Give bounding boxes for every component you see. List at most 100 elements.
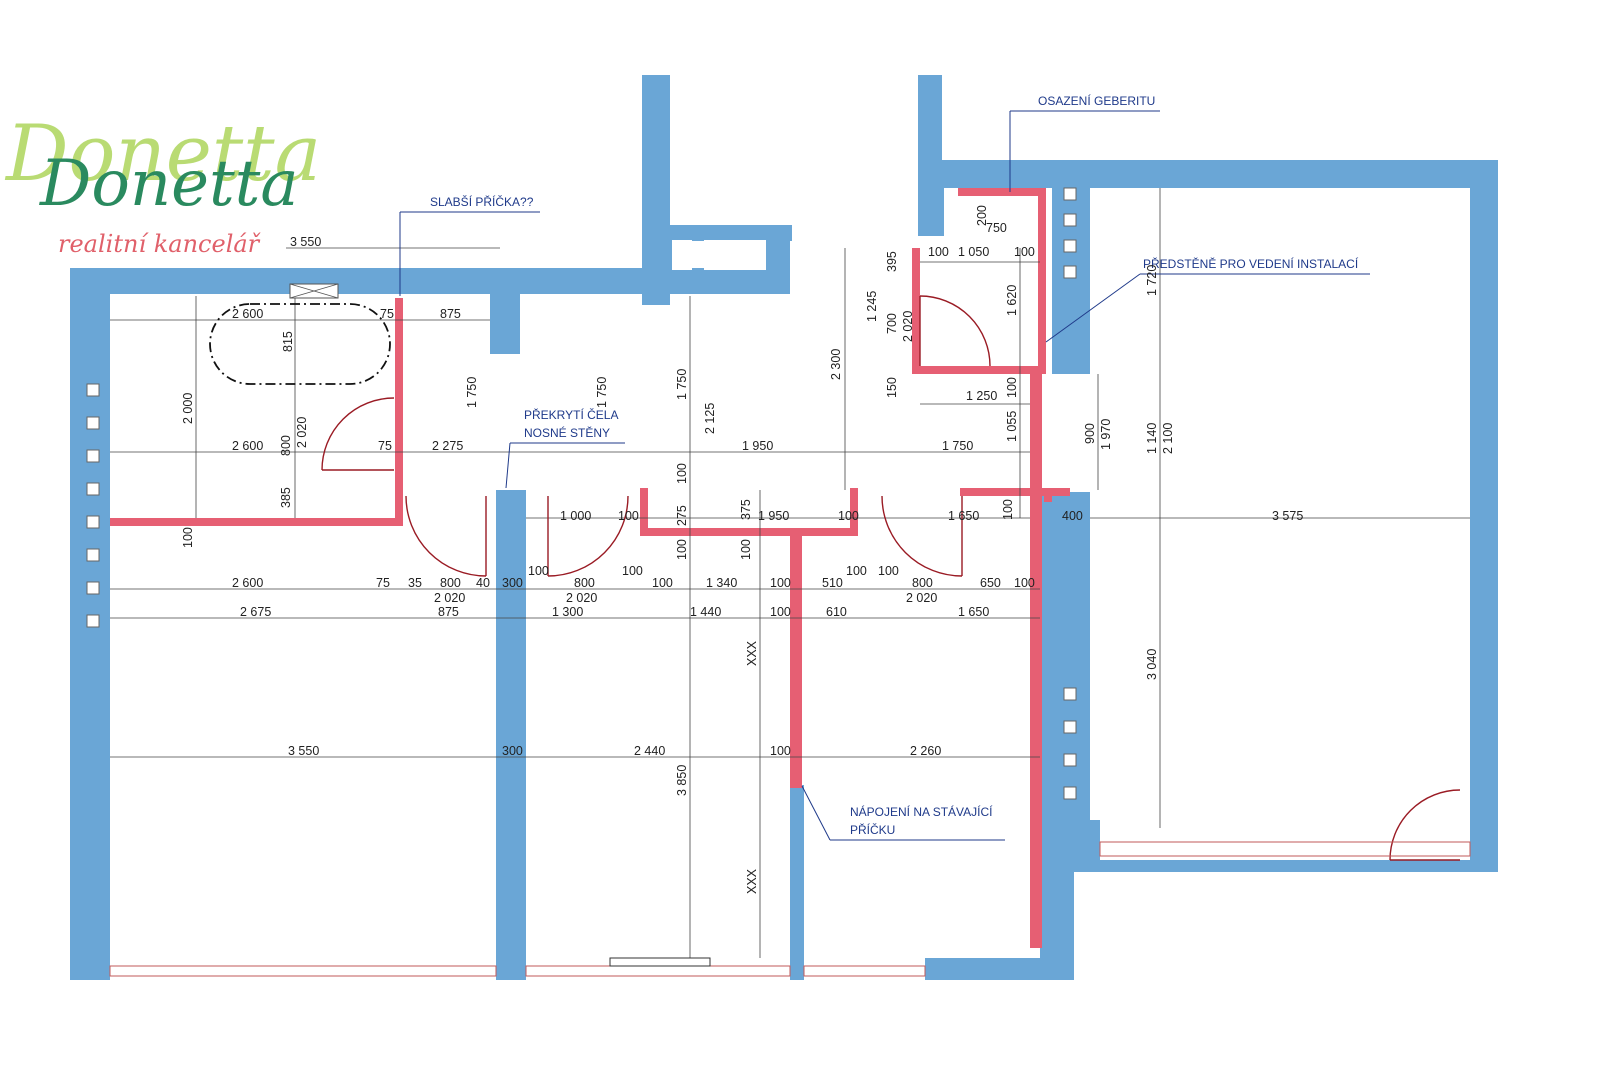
dim-label: 2 675 bbox=[240, 605, 271, 619]
dim-label: 700 bbox=[885, 313, 899, 334]
radiator-icon bbox=[1063, 753, 1077, 767]
dim-label: 40 bbox=[476, 576, 490, 590]
dim-label: 2 275 bbox=[432, 439, 463, 453]
dim-label: 2 020 bbox=[901, 311, 915, 342]
dim-label: 1 050 bbox=[958, 245, 989, 259]
dim-label: 100 bbox=[1001, 499, 1015, 520]
dim-label: 100 bbox=[675, 539, 689, 560]
dim-label: 1 750 bbox=[942, 439, 973, 453]
dim-label: 75 bbox=[380, 307, 394, 321]
dim-label: 1 970 bbox=[1099, 419, 1113, 450]
dim-label: 100 bbox=[1005, 377, 1019, 398]
dim-label: 300 bbox=[502, 576, 523, 590]
annotations: SLABŠÍ PŘÍČKA?? OSAZENÍ GEBERITU PŘEDSTĚ… bbox=[399, 93, 1370, 841]
dim-label: 610 bbox=[826, 605, 847, 619]
dim-label: 2 020 bbox=[295, 417, 309, 448]
logo-tagline: realitní kancelář bbox=[58, 230, 262, 258]
dim-label: 800 bbox=[440, 576, 461, 590]
dim-label: 3 550 bbox=[288, 744, 319, 758]
radiator-icon bbox=[1063, 187, 1077, 201]
dim-label: 750 bbox=[986, 221, 1007, 235]
dim-label: 1 750 bbox=[595, 377, 609, 408]
dim-label: 2 600 bbox=[232, 576, 263, 590]
dim-label: 100 bbox=[739, 539, 753, 560]
note-beam-cover-1: PŘEKRYTÍ ČELA bbox=[524, 407, 618, 422]
note-connection-1: NÁPOJENÍ NA STÁVAJÍCÍ bbox=[850, 804, 993, 819]
dim-label: 2 020 bbox=[566, 591, 597, 605]
fixtures bbox=[209, 283, 391, 385]
dim-label: 100 bbox=[652, 576, 673, 590]
dim-label: 1 300 bbox=[552, 605, 583, 619]
logo: Donetta Donetta realitní kancelář bbox=[4, 109, 321, 258]
dim-label: 1 245 bbox=[865, 291, 879, 322]
vertical-dimension-labels: 815 2 000 800 2 020 1 750 385 100 1 750 … bbox=[181, 205, 1175, 894]
dim-label: 275 bbox=[675, 505, 689, 526]
dim-label: 385 bbox=[279, 487, 293, 508]
dim-label: 100 bbox=[1014, 576, 1035, 590]
dim-label: 3 550 bbox=[290, 235, 321, 249]
dim-label: 1 055 bbox=[1005, 411, 1019, 442]
radiator-icon bbox=[86, 449, 100, 463]
radiator-icon bbox=[86, 548, 100, 562]
dim-label: XXX bbox=[745, 640, 759, 666]
dim-label: 815 bbox=[281, 331, 295, 352]
radiator-icon bbox=[1063, 265, 1077, 279]
dim-label: 800 bbox=[574, 576, 595, 590]
radiator-icon bbox=[86, 482, 100, 496]
radiator-icon bbox=[86, 515, 100, 529]
logo-name: Donetta bbox=[39, 147, 299, 221]
dim-label: 100 bbox=[181, 527, 195, 548]
dim-label: 2 020 bbox=[906, 591, 937, 605]
radiator-icon bbox=[1063, 239, 1077, 253]
dim-label: 1 950 bbox=[742, 439, 773, 453]
dim-label: 2 100 bbox=[1161, 423, 1175, 454]
dim-label: 2 260 bbox=[910, 744, 941, 758]
note-weaker-partition: SLABŠÍ PŘÍČKA?? bbox=[430, 194, 534, 209]
dim-label: 1 750 bbox=[675, 369, 689, 400]
dim-label: 1 650 bbox=[958, 605, 989, 619]
note-beam-cover-2: NOSNÉ STĚNY bbox=[524, 425, 610, 440]
note-connection-2: PŘÍČKU bbox=[850, 822, 895, 837]
dim-label: 2 300 bbox=[829, 349, 843, 380]
dim-label: 1 750 bbox=[465, 377, 479, 408]
dim-label: 395 bbox=[885, 251, 899, 272]
dim-label: 3 850 bbox=[675, 765, 689, 796]
dim-label: 1 720 bbox=[1145, 265, 1159, 296]
dim-label: 200 bbox=[975, 205, 989, 226]
dim-label: 510 bbox=[822, 576, 843, 590]
dim-label: 2 440 bbox=[634, 744, 665, 758]
radiators bbox=[86, 187, 1077, 800]
bearing-walls bbox=[70, 75, 1498, 980]
dim-label: 2 600 bbox=[232, 439, 263, 453]
radiator-icon bbox=[86, 416, 100, 430]
partitions bbox=[110, 188, 1070, 948]
dim-label: 375 bbox=[739, 499, 753, 520]
dim-label: 1 000 bbox=[560, 509, 591, 523]
note-geberit: OSAZENÍ GEBERITU bbox=[1038, 93, 1155, 108]
dim-label: 100 bbox=[675, 463, 689, 484]
radiator-icon bbox=[1063, 213, 1077, 227]
dim-label: 1 440 bbox=[690, 605, 721, 619]
dim-label: 875 bbox=[440, 307, 461, 321]
dim-label: 100 bbox=[770, 605, 791, 619]
dim-label: 75 bbox=[376, 576, 390, 590]
logo-shadow: Donetta bbox=[4, 109, 321, 199]
dim-label: 400 bbox=[1062, 509, 1083, 523]
dim-label: 900 bbox=[1083, 423, 1097, 444]
dim-label: 100 bbox=[618, 509, 639, 523]
dim-label: 800 bbox=[279, 435, 293, 456]
dim-label: 1 340 bbox=[706, 576, 737, 590]
dim-label: 1 650 bbox=[948, 509, 979, 523]
dim-label: 800 bbox=[912, 576, 933, 590]
dim-label: 100 bbox=[838, 509, 859, 523]
note-pre-wall: PŘEDSTĚNĚ PRO VEDENÍ INSTALACÍ bbox=[1143, 256, 1359, 271]
dim-label: 2 000 bbox=[181, 393, 195, 424]
dim-label: 300 bbox=[502, 744, 523, 758]
dim-label: 2 600 bbox=[232, 307, 263, 321]
dim-label: 150 bbox=[885, 377, 899, 398]
radiator-icon bbox=[1063, 687, 1077, 701]
dim-label: 100 bbox=[878, 564, 899, 578]
radiator-icon bbox=[1063, 720, 1077, 734]
dim-label: 1 140 bbox=[1145, 423, 1159, 454]
